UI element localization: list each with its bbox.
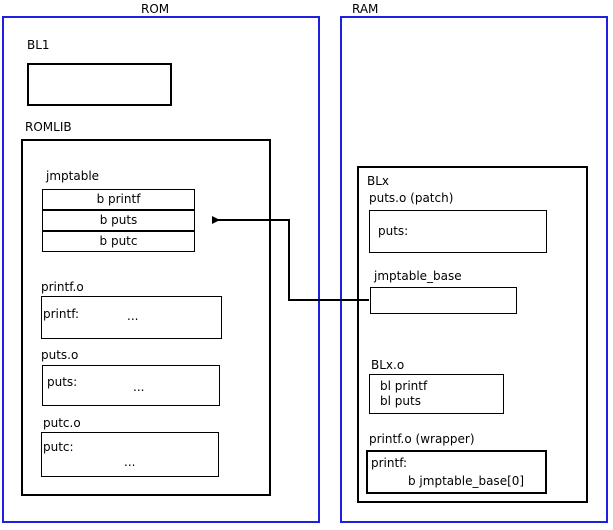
jmptable-base-box xyxy=(370,287,517,314)
printf-wrapper-label: printf.o (wrapper) xyxy=(369,432,475,446)
jmptable-base-label: jmptable_base xyxy=(374,269,462,283)
puts-o-label: puts.o xyxy=(41,348,79,362)
putc-o-box xyxy=(41,432,219,477)
jmptable-entry-b-printf: b printf xyxy=(42,189,195,210)
printf-wrapper-branch: b jmptable_base[0] xyxy=(408,474,525,488)
ram-region-title: RAM xyxy=(352,2,379,16)
putc-o-symbol: putc: xyxy=(43,440,74,454)
jmptable-entry-b-putc: b putc xyxy=(42,231,195,252)
putc-o-body: ... xyxy=(124,455,136,469)
printf-o-label: printf.o xyxy=(41,280,84,294)
blx-o-label: BLx.o xyxy=(371,358,405,372)
jmptable-entry-b-puts: b puts xyxy=(42,210,195,231)
printf-wrapper-box xyxy=(366,450,547,494)
blx-o-line-bl-puts: bl puts xyxy=(380,394,421,408)
blx-o-box xyxy=(369,374,504,414)
printf-o-body: ... xyxy=(127,309,139,323)
puts-o-body: ... xyxy=(133,380,145,394)
romlib-label: ROMLIB xyxy=(25,120,72,134)
printf-o-symbol: printf: xyxy=(43,307,80,321)
printf-wrapper-symbol: printf: xyxy=(371,456,408,470)
bl1-label: BL1 xyxy=(27,38,50,52)
bl1-box xyxy=(27,63,172,106)
puts-o-box xyxy=(42,365,220,406)
jmptable-label: jmptable xyxy=(46,169,100,183)
puts-o-symbol: puts: xyxy=(47,375,78,389)
putc-o-label: putc.o xyxy=(43,416,81,430)
rom-region-title: ROM xyxy=(141,2,170,16)
puts-patch-box xyxy=(369,210,547,253)
printf-o-box xyxy=(41,296,222,339)
puts-patch-label: puts.o (patch) xyxy=(369,191,454,205)
blx-label: BLx xyxy=(367,174,390,188)
puts-patch-symbol: puts: xyxy=(378,224,409,238)
blx-o-line-bl-printf: bl printf xyxy=(380,379,428,393)
